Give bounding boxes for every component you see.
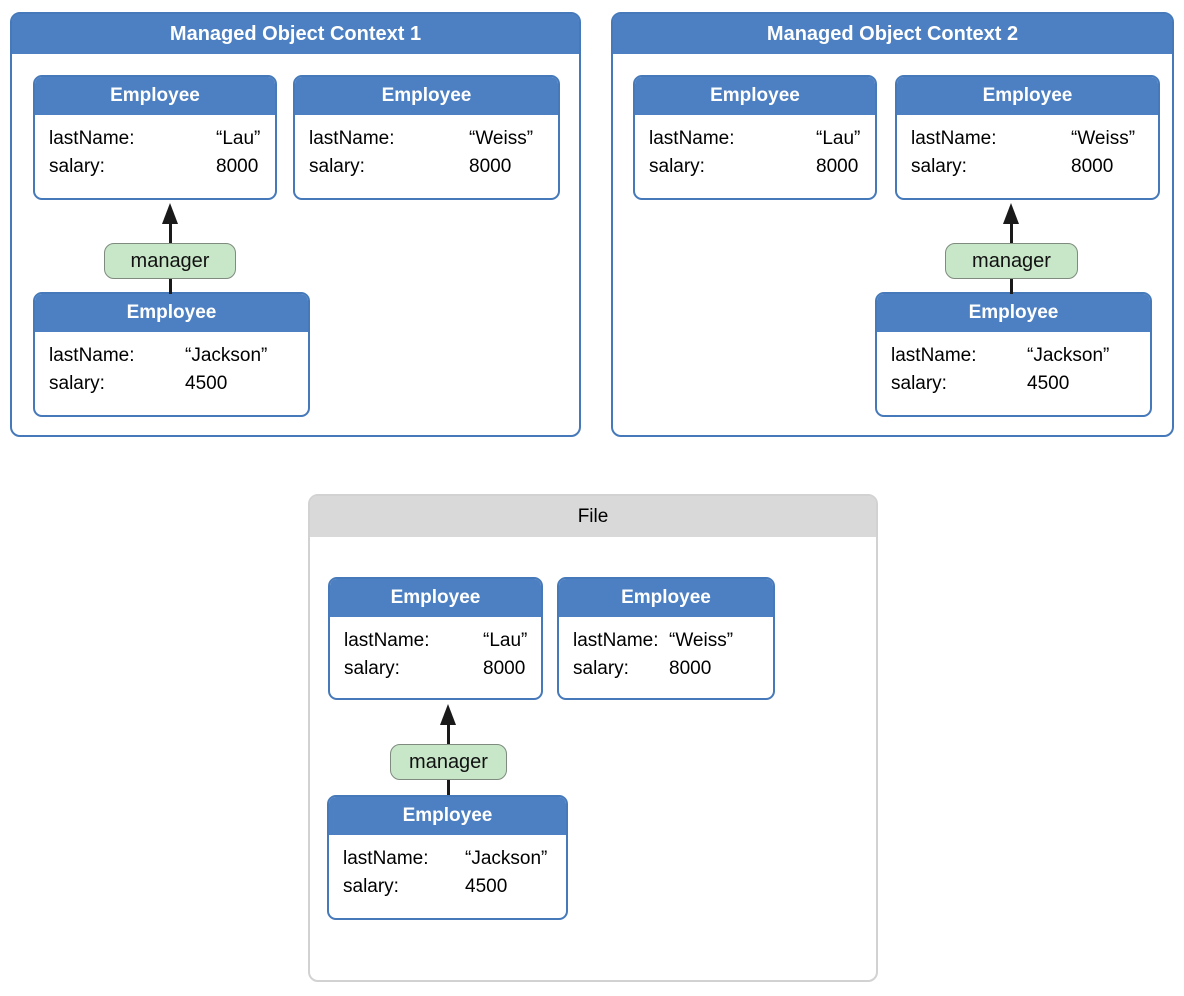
attribute-label: lastName: <box>344 630 430 651</box>
attribute-value: 8000 <box>1071 156 1114 177</box>
entity-card-lau: Employee lastName: “Lau” salary: 8000 <box>33 75 277 200</box>
attribute-value: “Lau” <box>216 128 261 149</box>
attribute-row: salary: 8000 <box>649 153 861 181</box>
entity-card-body: lastName: “Weiss” salary: 8000 <box>559 617 773 683</box>
attribute-label: salary: <box>649 156 705 177</box>
attribute-value: “Weiss” <box>669 630 734 651</box>
entity-card-weiss: Employee lastName: “Weiss” salary: 8000 <box>895 75 1160 200</box>
attribute-value: “Lau” <box>816 128 861 149</box>
attribute-value: “Weiss” <box>469 128 534 149</box>
attribute-value: 4500 <box>185 373 228 394</box>
attribute-label: lastName: <box>891 345 977 366</box>
attribute-value: “Jackson” <box>1027 345 1110 366</box>
attribute-row: lastName: “Jackson” <box>343 845 552 873</box>
entity-card-title: Employee <box>295 77 558 115</box>
arrow-head-icon <box>1003 203 1019 224</box>
attribute-label: salary: <box>891 373 947 394</box>
attribute-value: 8000 <box>816 156 859 177</box>
attribute-label: lastName: <box>343 848 429 869</box>
attribute-label: salary: <box>911 156 967 177</box>
relationship-badge-manager: manager <box>390 744 507 780</box>
attribute-value: 8000 <box>216 156 259 177</box>
attribute-row: lastName: “Lau” <box>49 125 261 153</box>
attribute-row: salary: 8000 <box>309 153 544 181</box>
attribute-row: salary: 8000 <box>49 153 261 181</box>
attribute-label: lastName: <box>49 345 135 366</box>
relationship-badge-manager: manager <box>104 243 236 279</box>
container-title: File <box>310 496 876 537</box>
attribute-value: “Lau” <box>483 630 528 651</box>
entity-card-title: Employee <box>35 294 308 332</box>
attribute-row: lastName: “Jackson” <box>49 342 294 370</box>
attribute-label: salary: <box>309 156 365 177</box>
attribute-label: lastName: <box>911 128 997 149</box>
attribute-value: “Weiss” <box>1071 128 1136 149</box>
container-title: Managed Object Context 1 <box>12 14 579 54</box>
entity-card-body: lastName: “Jackson” salary: 4500 <box>35 332 308 398</box>
attribute-row: salary: 4500 <box>891 370 1136 398</box>
entity-card-body: lastName: “Jackson” salary: 4500 <box>329 835 566 901</box>
attribute-row: lastName: “Weiss” <box>911 125 1144 153</box>
entity-card-lau: Employee lastName: “Lau” salary: 8000 <box>328 577 543 700</box>
attribute-value: “Jackson” <box>465 848 548 869</box>
attribute-row: lastName: “Jackson” <box>891 342 1136 370</box>
entity-card-weiss: Employee lastName: “Weiss” salary: 8000 <box>293 75 560 200</box>
attribute-row: salary: 8000 <box>344 655 527 683</box>
entity-card-lau: Employee lastName: “Lau” salary: 8000 <box>633 75 877 200</box>
arrow-head-icon <box>162 203 178 224</box>
attribute-label: salary: <box>344 658 400 679</box>
entity-card-jackson: Employee lastName: “Jackson” salary: 450… <box>875 292 1152 417</box>
attribute-label: lastName: <box>573 630 659 651</box>
entity-card-body: lastName: “Lau” salary: 8000 <box>635 115 875 181</box>
entity-card-body: lastName: “Weiss” salary: 8000 <box>295 115 558 181</box>
attribute-row: salary: 4500 <box>49 370 294 398</box>
attribute-value: “Jackson” <box>185 345 268 366</box>
entity-card-title: Employee <box>897 77 1158 115</box>
attribute-row: lastName: “Weiss” <box>573 627 759 655</box>
attribute-value: 8000 <box>483 658 526 679</box>
entity-card-body: lastName: “Weiss” salary: 8000 <box>897 115 1158 181</box>
container-file: File Employee lastName: “Lau” salary: 80… <box>308 494 878 982</box>
attribute-label: lastName: <box>49 128 135 149</box>
attribute-row: salary: 8000 <box>573 655 759 683</box>
attribute-row: lastName: “Weiss” <box>309 125 544 153</box>
entity-card-title: Employee <box>635 77 875 115</box>
attribute-label: salary: <box>343 876 399 897</box>
attribute-label: lastName: <box>649 128 735 149</box>
entity-card-title: Employee <box>330 579 541 617</box>
container-managed-object-context-2: Managed Object Context 2 Employee lastNa… <box>611 12 1174 437</box>
attribute-label: salary: <box>49 156 105 177</box>
entity-card-jackson: Employee lastName: “Jackson” salary: 450… <box>33 292 310 417</box>
attribute-label: lastName: <box>309 128 395 149</box>
entity-card-title: Employee <box>329 797 566 835</box>
entity-card-title: Employee <box>877 294 1150 332</box>
attribute-row: salary: 4500 <box>343 873 552 901</box>
attribute-label: salary: <box>49 373 105 394</box>
container-title: Managed Object Context 2 <box>613 14 1172 54</box>
attribute-value: 4500 <box>465 876 508 897</box>
attribute-value: 8000 <box>669 658 712 679</box>
attribute-row: lastName: “Lau” <box>649 125 861 153</box>
entity-card-title: Employee <box>559 579 773 617</box>
arrow-head-icon <box>440 704 456 725</box>
attribute-value: 8000 <box>469 156 512 177</box>
entity-card-weiss: Employee lastName: “Weiss” salary: 8000 <box>557 577 775 700</box>
attribute-value: 4500 <box>1027 373 1070 394</box>
entity-card-body: lastName: “Lau” salary: 8000 <box>35 115 275 181</box>
entity-card-body: lastName: “Jackson” salary: 4500 <box>877 332 1150 398</box>
attribute-row: salary: 8000 <box>911 153 1144 181</box>
entity-card-body: lastName: “Lau” salary: 8000 <box>330 617 541 683</box>
entity-card-title: Employee <box>35 77 275 115</box>
container-managed-object-context-1: Managed Object Context 1 Employee lastNa… <box>10 12 581 437</box>
entity-card-jackson: Employee lastName: “Jackson” salary: 450… <box>327 795 568 920</box>
relationship-badge-manager: manager <box>945 243 1078 279</box>
attribute-label: salary: <box>573 658 629 679</box>
attribute-row: lastName: “Lau” <box>344 627 527 655</box>
